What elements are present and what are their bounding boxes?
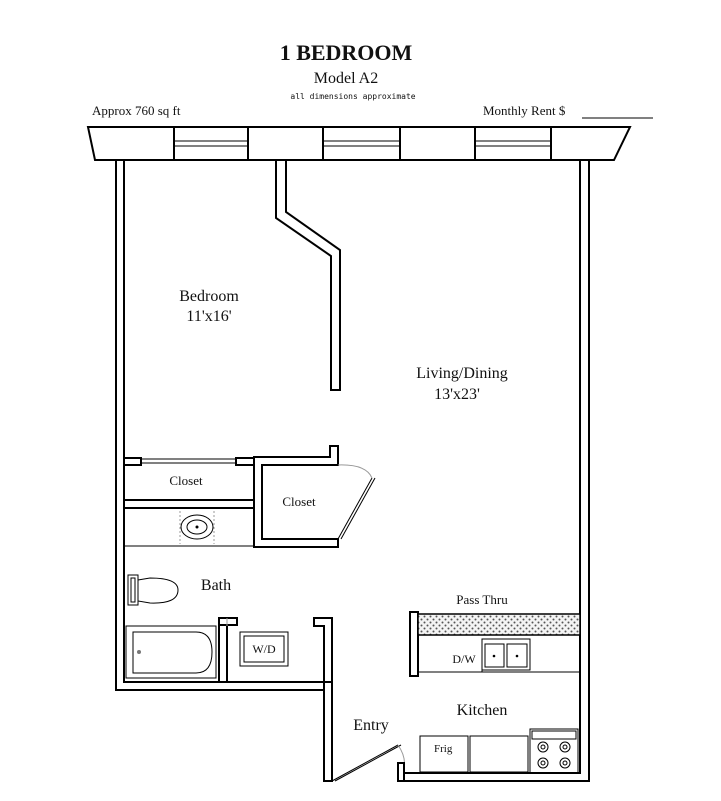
entry-door xyxy=(331,744,405,782)
top-wall-windows xyxy=(86,126,632,161)
hall-closet-label: Closet xyxy=(282,494,316,509)
bedroom-partition-wall xyxy=(275,159,341,391)
washer-dryer xyxy=(239,631,289,667)
double-sink-icon xyxy=(481,638,531,671)
dimensions-note: all dimensions approximate xyxy=(290,92,415,101)
toilet-icon xyxy=(127,574,179,606)
fridge-label: Frig xyxy=(434,743,453,755)
vanity xyxy=(123,507,255,547)
entry-label: Entry xyxy=(353,717,389,734)
rent-label: Monthly Rent $ xyxy=(483,103,566,118)
living-dining-size: 13'x23' xyxy=(434,386,480,403)
bathtub-icon xyxy=(125,625,217,679)
living-dining-label: Living/Dining xyxy=(416,365,508,382)
bath-label: Bath xyxy=(201,577,231,594)
model-label: Model A2 xyxy=(314,70,378,87)
hall-closet xyxy=(253,445,376,548)
kitchen-label: Kitchen xyxy=(457,702,508,719)
bedroom-closet-label: Closet xyxy=(169,473,203,488)
pass-thru-label: Pass Thru xyxy=(456,592,508,607)
washer-dryer-label: W/D xyxy=(252,642,276,656)
kitchen-counters xyxy=(409,611,581,677)
plan-title: 1 BEDROOM xyxy=(280,40,413,65)
bedroom-label: Bedroom xyxy=(179,288,239,305)
exterior-walls xyxy=(115,159,590,782)
bedroom-size: 11'x16' xyxy=(186,308,231,325)
bath-walls xyxy=(218,617,333,683)
kitchen-appliances xyxy=(419,728,579,774)
area-label: Approx 760 sq ft xyxy=(92,103,181,118)
dishwasher-label: D/W xyxy=(452,652,476,666)
